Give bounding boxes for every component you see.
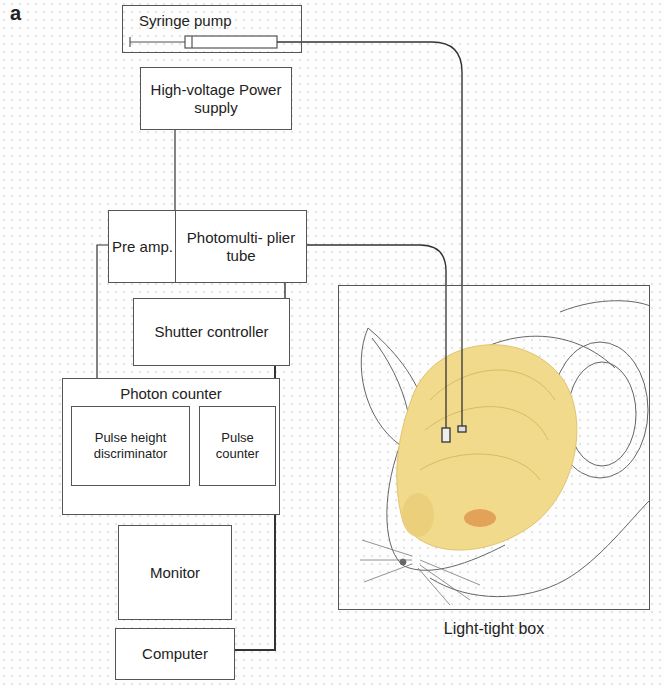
node-text: Light-tight box — [339, 619, 649, 638]
connector-line — [307, 245, 446, 285]
node-text: Pre amp. — [112, 238, 173, 256]
light-tight-box: Light-tight box — [338, 285, 650, 610]
pulse-counter-box: Pulse counter — [199, 406, 276, 486]
node-text: Shutter controller — [154, 323, 268, 341]
node-text: Photomulti- plier tube — [179, 229, 303, 265]
pump-box: Syringe pump — [122, 5, 302, 53]
node-text: Computer — [142, 645, 208, 663]
panel-letter: a — [10, 2, 21, 24]
node-text: Pulse counter — [203, 430, 272, 461]
connector-line — [274, 366, 276, 378]
connector-line — [97, 245, 108, 378]
node-text: Photon counter — [120, 385, 222, 403]
connector-line — [284, 283, 285, 298]
node-text: Pulse height discriminator — [75, 430, 186, 461]
connector-line — [302, 42, 462, 285]
shutter-box: Shutter controller — [133, 298, 290, 366]
pmt-box: Photomulti- plier tube — [175, 210, 307, 283]
panel-letter-holder: a — [10, 2, 21, 25]
probe-lines — [442, 285, 466, 442]
connector-line — [174, 130, 175, 210]
monitor-box: Monitor — [118, 525, 232, 620]
node-text: Monitor — [150, 564, 200, 582]
syringe-symbol — [130, 36, 302, 48]
preamp-box: Pre amp. — [108, 210, 177, 283]
brain — [397, 345, 577, 550]
connector-line — [235, 515, 275, 650]
mouse-head — [360, 301, 650, 605]
power-supply-box: High-voltage Power supply — [140, 67, 292, 130]
node-text: High-voltage Power supply — [144, 81, 288, 117]
computer-box: Computer — [115, 628, 235, 680]
photon-counter-box: Photon counterPulse height discriminator… — [62, 378, 280, 515]
node-text: Syringe pump — [139, 12, 232, 30]
discriminator-box: Pulse height discriminator — [71, 406, 190, 486]
